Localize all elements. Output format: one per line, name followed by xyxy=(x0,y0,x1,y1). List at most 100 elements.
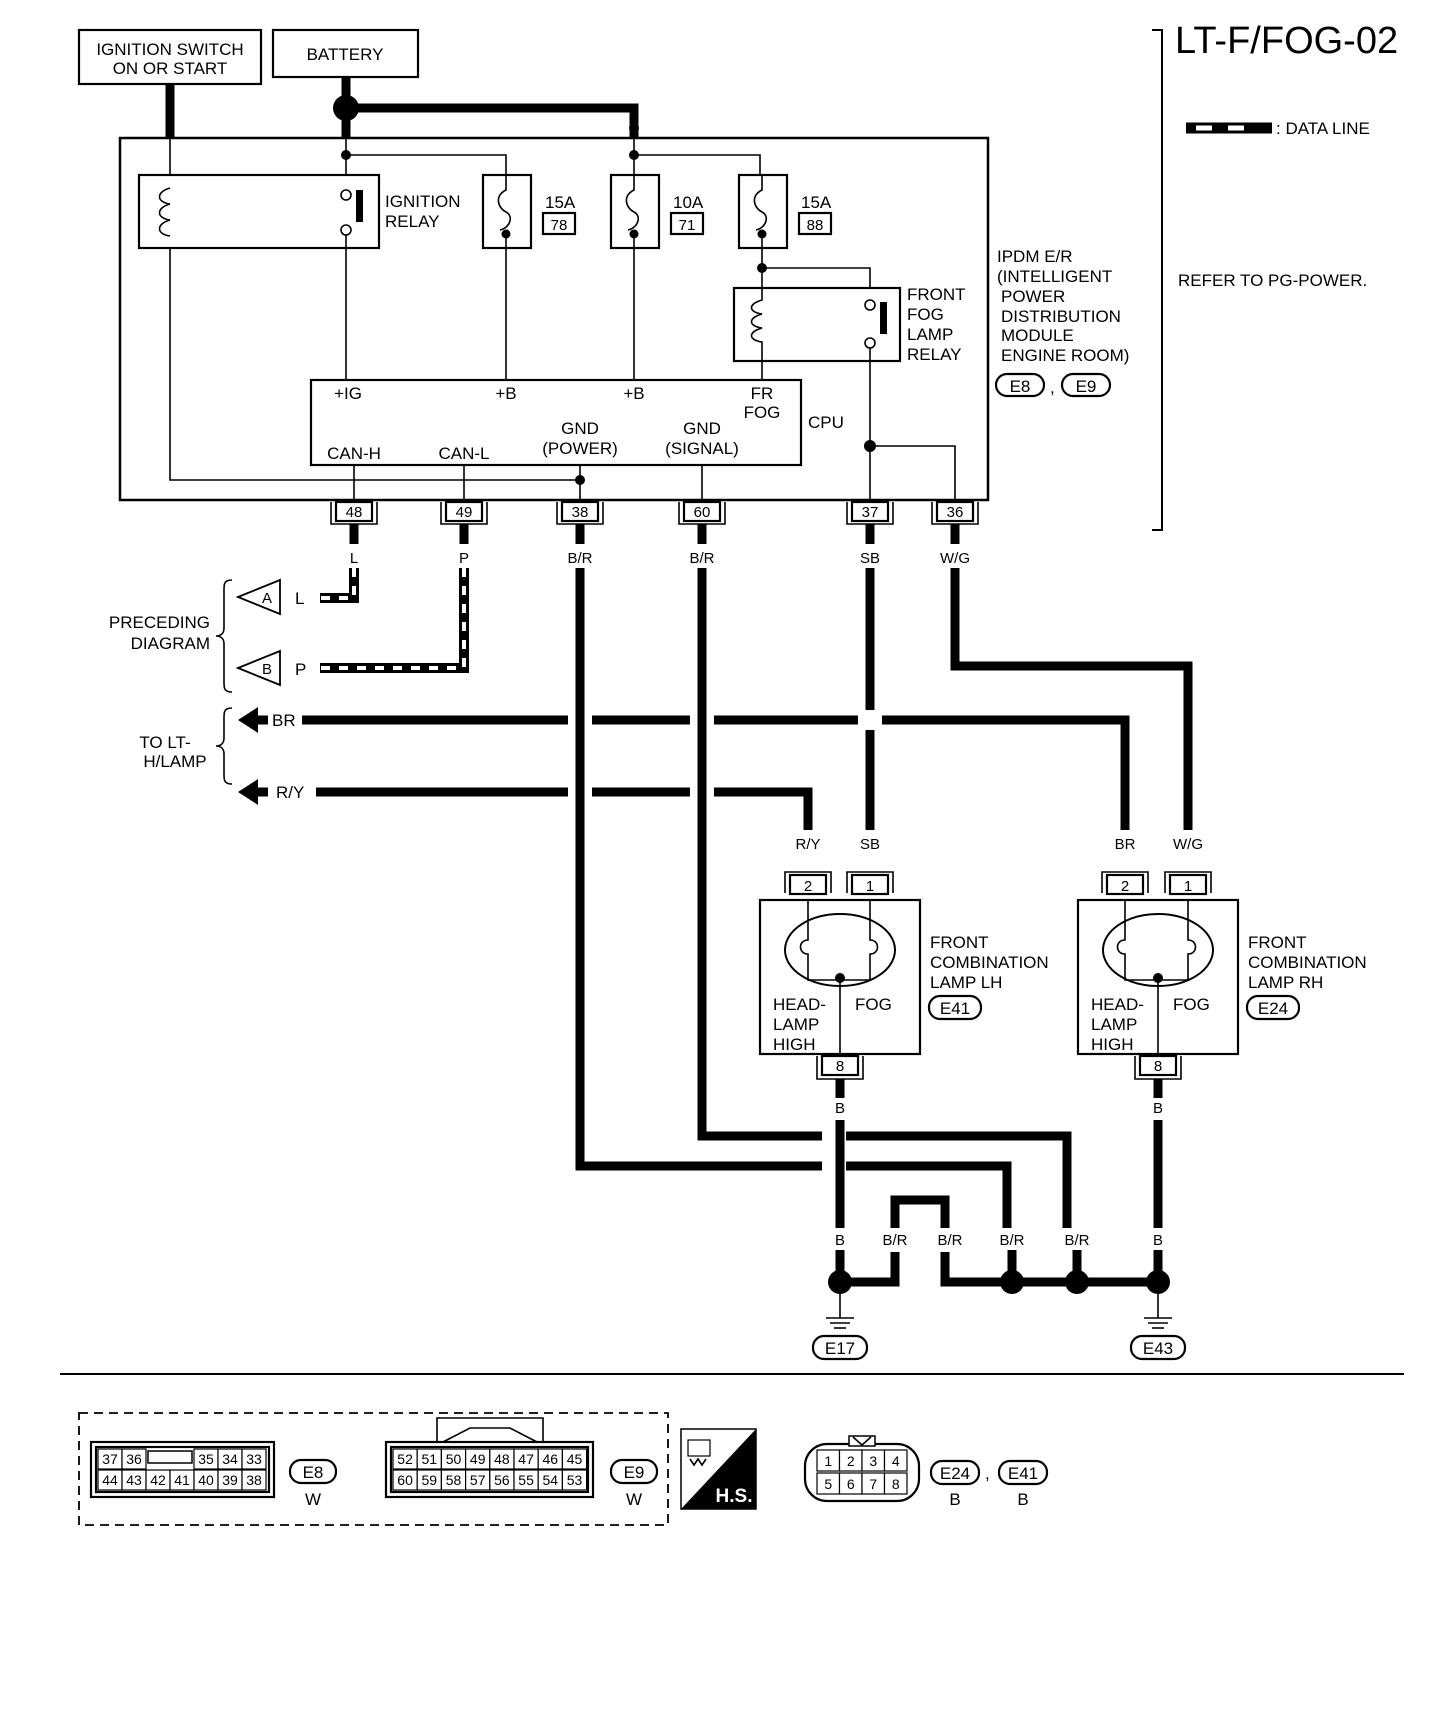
pin-48-num: 48 xyxy=(346,504,363,521)
fog-relay-coil-icon xyxy=(750,288,763,361)
lamp-lh-pin-8-num: 8 xyxy=(836,1058,844,1075)
wire-br xyxy=(302,715,1130,830)
fuse-71 xyxy=(609,173,661,250)
ignition-relay-pin-a xyxy=(340,189,352,201)
to-hlamp-brace xyxy=(215,707,233,785)
cpu-canh: CAN-H xyxy=(327,444,381,463)
fog-relay-label2: FOG xyxy=(907,305,944,324)
ipdm-conn-sep: , xyxy=(1050,378,1055,397)
lamp-lh-head-1: HEAD- xyxy=(773,995,826,1014)
pin-37-num: 37 xyxy=(862,504,879,521)
title-bracket xyxy=(1152,29,1163,531)
e9-pin-48: 48 xyxy=(494,1451,510,1467)
lamp-lh-center-splice xyxy=(835,973,845,983)
ipdm-conn-e8: E8 xyxy=(1010,377,1031,396)
e8-pin-41: 41 xyxy=(174,1472,190,1488)
wire-38-ground xyxy=(575,568,1012,1228)
ground-e17-oval xyxy=(811,1334,869,1361)
fuse-78-num: 78 xyxy=(551,217,568,234)
lamp-lh-pin-2 xyxy=(784,871,832,896)
fog-relay-pin-a xyxy=(864,299,876,311)
to-hlamp-label-1: TO LT- xyxy=(139,733,190,752)
e8-pin-43: 43 xyxy=(126,1472,142,1488)
ipdm-conn-e9: E9 xyxy=(1076,377,1097,396)
e9-pin-45: 45 xyxy=(567,1451,583,1467)
ignition-switch-box xyxy=(77,28,263,86)
connector-e8-color: W xyxy=(305,1490,321,1509)
cpu-b2: +B xyxy=(623,384,644,403)
ground-link-br1 xyxy=(890,1195,950,1228)
lamp-conn-pin-5: 5 xyxy=(824,1476,832,1492)
fog-relay-label1: FRONT xyxy=(907,285,966,304)
fog-relay-label3: LAMP xyxy=(907,325,953,344)
connector-e8-oval xyxy=(288,1458,338,1485)
lamp-conn-pin-1: 1 xyxy=(824,1453,832,1469)
wire-37-color: SB xyxy=(860,550,880,567)
batt-fuse88-wire xyxy=(634,154,761,175)
connector-e8-id: E8 xyxy=(303,1463,324,1482)
ipdm-conn-e9-oval xyxy=(1060,372,1112,398)
e9-pin-51: 51 xyxy=(422,1451,438,1467)
fog-out-36-wire xyxy=(870,445,956,500)
lamp-lh-pin-1 xyxy=(846,871,894,896)
ground-e43-icon xyxy=(1144,1294,1172,1329)
lamp-lh-conn-oval xyxy=(927,994,983,1021)
ground-wire-5: B xyxy=(1153,1232,1163,1249)
e8-pin-33-cell xyxy=(241,1448,267,1470)
hs-label: H.S. xyxy=(716,1486,753,1507)
fuse-78-num-box xyxy=(541,211,577,236)
connector-sep-2: , xyxy=(985,1464,990,1483)
pin-36-num: 36 xyxy=(947,504,964,521)
e8-pin-42: 42 xyxy=(150,1472,166,1488)
wire-48-color: L xyxy=(350,550,358,567)
ipdm-name-3: POWER xyxy=(1001,287,1065,306)
battery-wire-main xyxy=(346,103,639,138)
lamp-lh-pin-2-num: 2 xyxy=(804,878,812,895)
e8-pin-33: 33 xyxy=(246,1451,262,1467)
ipdm-connector-frame xyxy=(78,1412,669,1526)
lamp-rh-conn-oval xyxy=(1245,994,1301,1021)
wire-49-color: P xyxy=(459,550,469,567)
lamp-rh-head-1: HEAD- xyxy=(1091,995,1144,1014)
battery-splice xyxy=(333,95,359,121)
e9-pin-46: 46 xyxy=(543,1451,559,1467)
e9-pin-57: 57 xyxy=(470,1472,486,1488)
wire-38-color: B/R xyxy=(567,550,592,567)
lamp-conn-pin-4: 4 xyxy=(892,1453,900,1469)
fuse-88 xyxy=(737,173,789,250)
connector-b-letter: B xyxy=(262,661,272,678)
connector-e24-color: B xyxy=(949,1490,960,1509)
ground-splice-rh xyxy=(1146,1270,1170,1294)
preceding-brace xyxy=(215,579,233,693)
ground-splice-br4 xyxy=(1065,1270,1089,1294)
e9-pin-58: 58 xyxy=(446,1472,462,1488)
lamp-rh-ground-wire: B xyxy=(1153,1100,1163,1117)
e8-pin-37: 37 xyxy=(102,1451,118,1467)
e8-pin-40: 40 xyxy=(198,1472,214,1488)
e8-latch xyxy=(147,1450,193,1464)
diagram-code: LT-F/FOG-02 xyxy=(1175,20,1398,62)
lamp-rh-pin-2-num: 2 xyxy=(1121,878,1129,895)
e8-pin-39: 39 xyxy=(222,1472,238,1488)
fuse-78 xyxy=(481,173,533,250)
splice-3 xyxy=(629,150,639,160)
e9-pin-55: 55 xyxy=(518,1472,534,1488)
cpu-gnd-power-2: (POWER) xyxy=(542,439,618,458)
lamp-rh-name-3: LAMP RH xyxy=(1248,973,1323,992)
lamp-rh-wire-wg: W/G xyxy=(1173,836,1203,853)
e9-pin-53: 53 xyxy=(567,1472,583,1488)
lamp-rh-wire-br: BR xyxy=(1115,836,1136,853)
can-l-data-line xyxy=(320,568,469,673)
preceding-label-1: PRECEDING xyxy=(109,613,210,632)
e8-pin-38: 38 xyxy=(246,1472,262,1488)
cpu-box xyxy=(309,378,803,467)
batt-fuse78-wire xyxy=(346,154,507,175)
cpu-ig: +IG xyxy=(334,384,362,403)
pin-60-num: 60 xyxy=(694,504,711,521)
ipdm-name-4: DISTRIBUTION xyxy=(1001,307,1121,326)
ignition-relay-contact xyxy=(356,190,363,222)
ignition-relay-pin-b xyxy=(340,224,352,236)
fog-relay-contact xyxy=(880,302,887,334)
wire-36-color: W/G xyxy=(940,550,970,567)
